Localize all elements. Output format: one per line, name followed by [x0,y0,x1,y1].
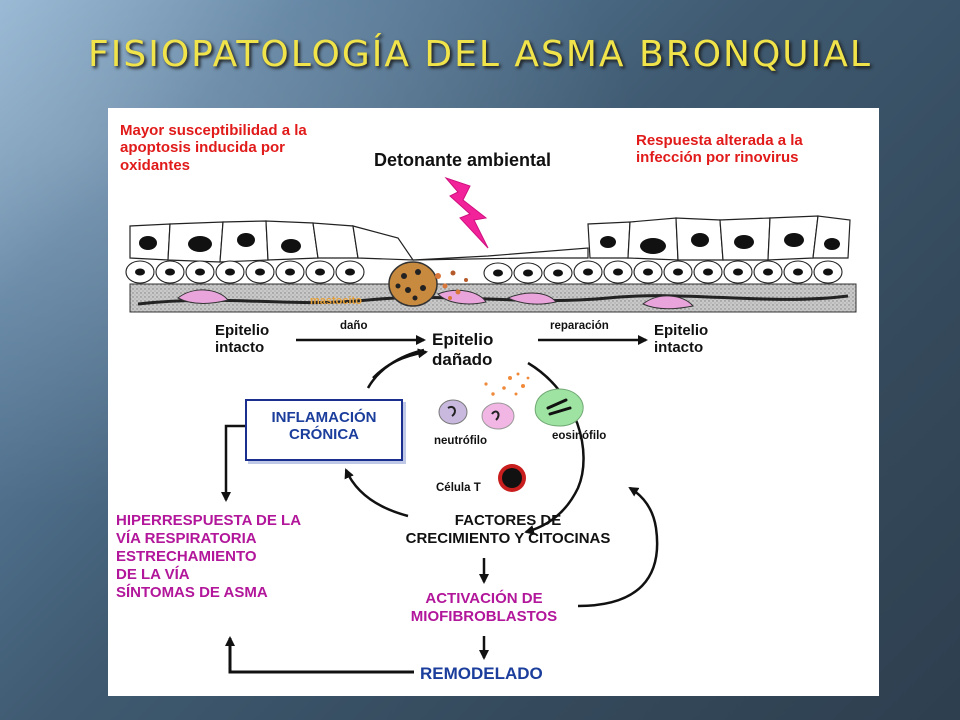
label-neutrofilo: neutrófilo [434,435,488,447]
epithelium-top-nuclei [139,233,840,254]
cytokine-dots [484,372,530,396]
label-remodelado: REMODELADO [420,664,543,683]
neutrophil-cell-2 [481,402,515,430]
label-inflamacion: INFLAMACIÓN CRÓNICA [271,409,377,444]
arrow-inflamacion-to-hiper [221,424,245,502]
slide-title: FISIOPATOLOGÍA DEL ASMA BRONQUIAL [88,34,872,75]
inflamacion-box: INFLAMACIÓN CRÓNICA [245,399,403,461]
label-factores: FACTORES DE CRECIMIENTO Y CITOCINAS [405,512,611,547]
fibroblasts [177,289,694,310]
label-epitelio-danado: Epitelio dañado [432,330,494,369]
label-reparacion: reparación [550,320,609,332]
label-rinovirus: Respuesta alterada a la infección por ri… [636,132,803,167]
cycle-arrow-remodel-loop [577,486,659,608]
mast-cell-graphic [388,261,468,307]
cycle-arrow-right [524,361,585,535]
label-epitelio-intacto-right: Epitelio intacto [654,322,709,357]
t-cell [498,464,526,492]
label-activacion: ACTIVACIÓN DE MIOFIBROBLASTOS [410,590,558,625]
label-celula-t: Célula T [436,482,481,494]
label-eosinofilo: eosinófilo [552,430,607,442]
diagram-panel: Mayor susceptibilidad a la apoptosis ind… [108,108,879,696]
label-mastocito: mastocito [310,295,362,307]
basal-nuclei [135,268,833,277]
epithelium-damaged-cells [352,225,589,261]
label-dano: daño [340,320,368,332]
cycle-arrow-left [344,468,409,518]
label-epitelio-intacto-left: Epitelio intacto [215,322,270,357]
neutrophil-cell [438,399,468,425]
cycle-arrow-top-right [366,348,425,389]
eosinophil-cell [534,388,584,427]
smooth-muscle-line [137,294,849,306]
label-hiperrespuesta: HIPERRESPUESTA DE LA VÍA RESPIRATORIA ES… [116,512,302,601]
label-detonante: Detonante ambiental [374,150,552,170]
arrow-remodelado-to-hiper [225,636,414,674]
lightning-bolt-icon [444,176,489,249]
diagram-graphic [125,176,857,674]
cycle-arrow-to-epitelio [372,348,428,379]
label-susceptibilidad: Mayor susceptibilidad a la apoptosis ind… [120,122,307,174]
